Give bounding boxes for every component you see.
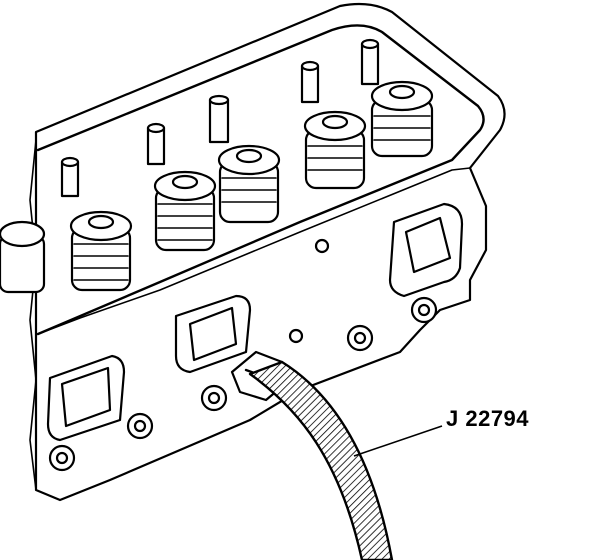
rocker-stud	[360, 38, 380, 86]
valve-spring	[303, 110, 367, 190]
rocker-stud	[208, 94, 230, 144]
callout-leader-line	[353, 425, 443, 457]
air-hose	[248, 360, 394, 560]
valve-spring	[69, 210, 133, 292]
valve-spring	[153, 170, 217, 252]
valve-spring	[0, 220, 46, 294]
rocker-studs	[60, 38, 380, 198]
valve-spring	[370, 80, 434, 158]
exhaust-ports	[46, 202, 464, 442]
tool-callout-label: J 22794	[446, 406, 530, 431]
bolt-bosses	[48, 238, 438, 472]
valve-spring	[217, 144, 281, 224]
rocker-stud	[60, 156, 80, 198]
valve-springs	[0, 80, 434, 294]
rocker-stud	[146, 122, 166, 166]
tool-j22794	[230, 350, 394, 560]
rocker-stud	[300, 60, 320, 104]
